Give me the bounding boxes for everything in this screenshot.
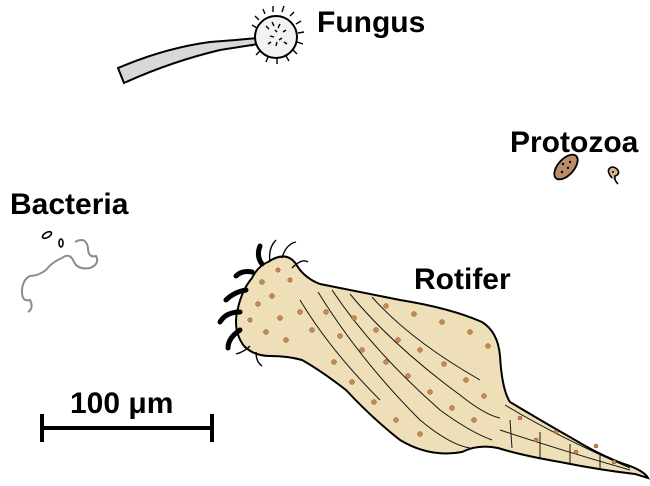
fungus-illustration <box>118 6 304 83</box>
protozoa-label: Protozoa <box>510 128 638 158</box>
fungus-label: Fungus <box>317 8 425 38</box>
rotifer-label: Rotifer <box>414 265 511 295</box>
scale-bar-label: 100 μm <box>70 389 173 419</box>
bacteria-illustration <box>22 230 97 312</box>
bacteria-label: Bacteria <box>10 190 128 220</box>
